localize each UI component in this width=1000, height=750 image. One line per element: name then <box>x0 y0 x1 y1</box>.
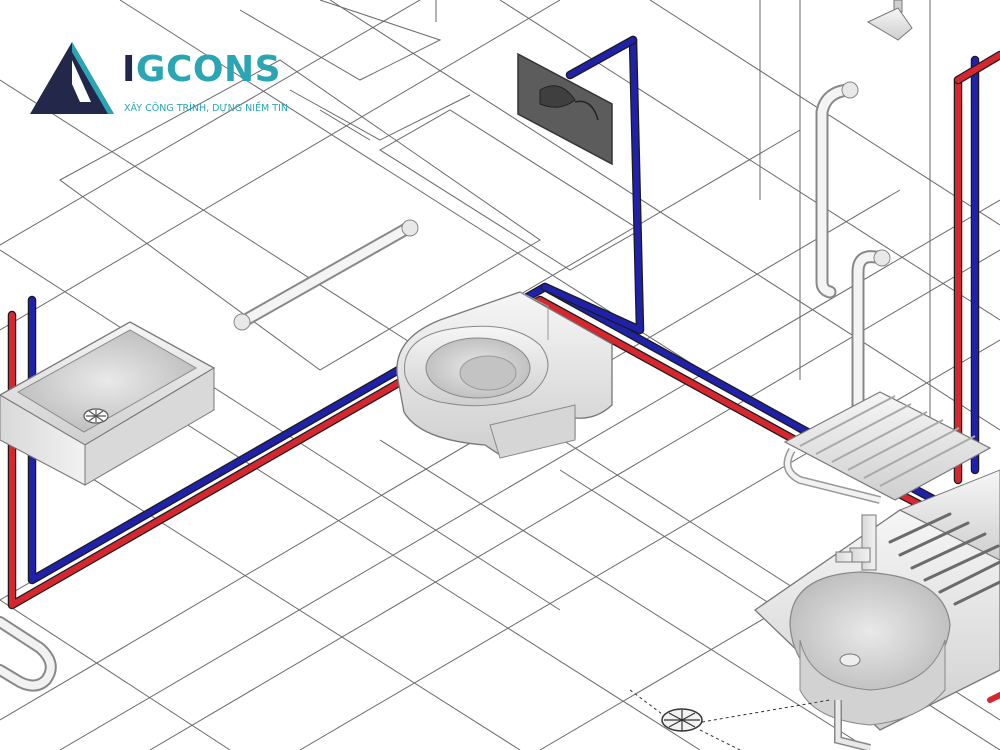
brand-name: IGCONS <box>122 52 281 88</box>
shower-head <box>866 0 913 41</box>
grab-bar-wall <box>233 219 419 331</box>
wash-basin <box>0 321 216 486</box>
triangle-mountain-icon <box>30 42 114 114</box>
kitchen-sink <box>753 469 1000 750</box>
brand-logo <box>28 40 298 120</box>
toilet <box>396 291 613 459</box>
floor-drain <box>629 689 831 750</box>
brand-tagline: XÂY CÔNG TRÌNH, DỰNG NIỀM TIN <box>124 103 288 114</box>
brand-name-prefix: I <box>122 49 136 90</box>
flush-plate <box>517 52 613 166</box>
shower-seat <box>783 391 992 504</box>
towel-rail <box>0 616 57 692</box>
brand-name-rest: GCONS <box>135 49 282 90</box>
grab-bar-vertical <box>815 81 891 447</box>
